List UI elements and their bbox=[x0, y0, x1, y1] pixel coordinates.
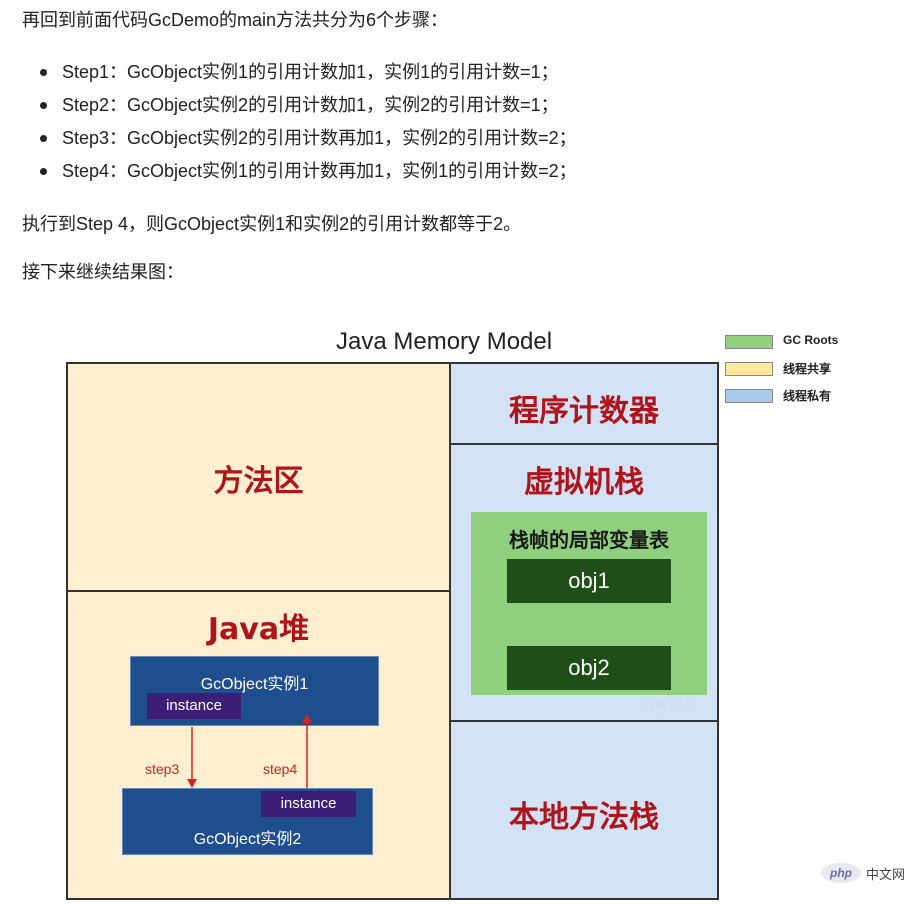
method-area-label: 方法区 bbox=[213, 464, 304, 499]
instance-field-1: instance bbox=[147, 693, 241, 719]
method-area-region: 方法区 bbox=[66, 362, 451, 592]
svg-text:php: php bbox=[829, 866, 852, 880]
legend-swatch-shared bbox=[725, 362, 773, 376]
step3-label: step3 bbox=[145, 761, 180, 777]
local-var-obj1: obj1 bbox=[507, 559, 671, 603]
legend-swatch-gc-roots bbox=[725, 335, 773, 349]
step-list: Step1：GcObject实例1的引用计数加1，实例1的引用计数=1； Ste… bbox=[40, 60, 577, 192]
list-item: Step3：GcObject实例2的引用计数再加1，实例2的引用计数=2； bbox=[40, 126, 577, 159]
legend-label: GC Roots bbox=[783, 333, 839, 347]
next-text: 接下来继续结果图： bbox=[22, 262, 184, 282]
java-heap-label: Java堆 bbox=[207, 612, 310, 647]
gc-object-1-label: GcObject实例1 bbox=[200, 676, 309, 693]
list-item: Step1：GcObject实例1的引用计数加1，实例1的引用计数=1； bbox=[40, 60, 577, 93]
legend-label: 线程共享 bbox=[783, 362, 832, 376]
vm-stack-label: 虚拟机栈 bbox=[524, 465, 644, 500]
stack-frame-locals: 栈帧的局部变量表 obj1 obj2 bbox=[471, 512, 707, 695]
diagram-title: Java Memory Model bbox=[336, 328, 553, 355]
step4-label: step4 bbox=[263, 761, 298, 777]
gc-object-2-label: GcObject实例2 bbox=[193, 831, 302, 848]
legend-swatch-private bbox=[725, 389, 773, 403]
php-logo-icon: php bbox=[821, 863, 861, 883]
local-var-obj2: obj2 bbox=[507, 646, 671, 690]
watermark: Gityuan bbox=[644, 697, 693, 713]
summary-text: 执行到Step 4，则GcObject实例1和实例2的引用计数都等于2。 bbox=[22, 214, 522, 234]
native-stack-label: 本地方法栈 bbox=[509, 800, 659, 835]
pc-register-label: 程序计数器 bbox=[509, 394, 659, 429]
legend-label: 线程私有 bbox=[783, 389, 832, 403]
instance-field-2: instance bbox=[261, 791, 356, 817]
list-item: Step4：GcObject实例1的引用计数再加1，实例1的引用计数=2； bbox=[40, 159, 577, 192]
intro-text: 再回到前面代码GcDemo的main方法共分为6个步骤： bbox=[22, 10, 449, 30]
frame-title: 栈帧的局部变量表 bbox=[509, 528, 669, 552]
list-item: Step2：GcObject实例2的引用计数加1，实例2的引用计数=1； bbox=[40, 93, 577, 126]
pc-register-region: 程序计数器 bbox=[449, 362, 719, 445]
native-stack-region: 本地方法栈 bbox=[449, 720, 719, 900]
site-label: 中文网 bbox=[866, 867, 906, 882]
